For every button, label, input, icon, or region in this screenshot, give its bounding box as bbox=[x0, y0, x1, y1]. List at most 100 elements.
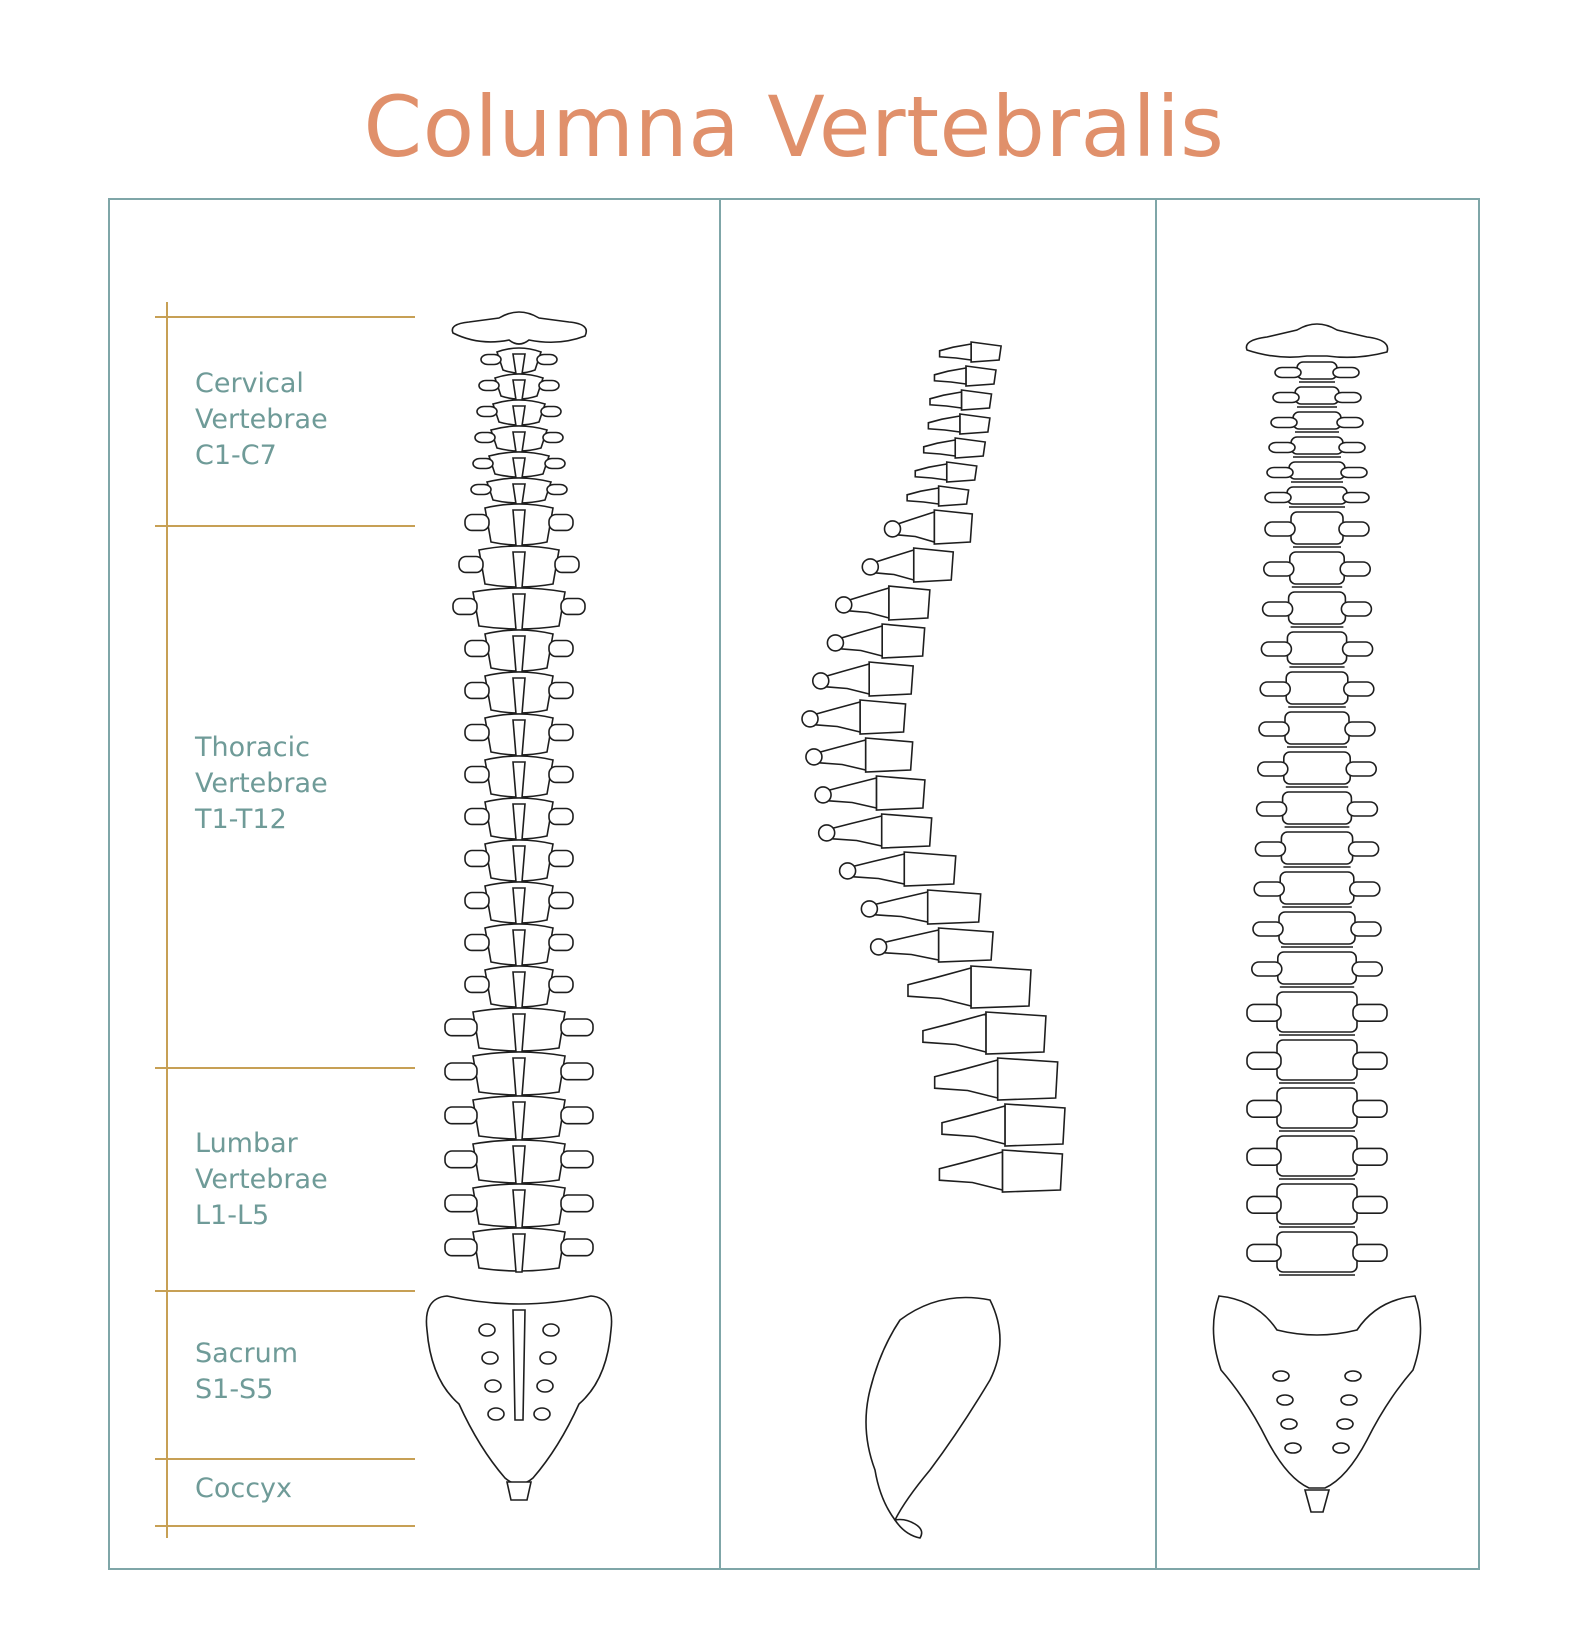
lateral-vertebra bbox=[838, 851, 957, 887]
sacral-foramen bbox=[1344, 1370, 1362, 1382]
spine-anterior-view-icon bbox=[1212, 323, 1422, 1513]
anterior-vertebra bbox=[1253, 871, 1381, 908]
lateral-vertebra bbox=[811, 661, 915, 697]
label-sacrum: Sacrum S1-S5 bbox=[195, 1338, 299, 1405]
posterior-vertebra bbox=[464, 881, 574, 925]
lateral-vertebra bbox=[805, 737, 914, 773]
posterior-vertebra bbox=[452, 587, 586, 631]
posterior-vertebra bbox=[464, 671, 574, 715]
posterior-vertebra bbox=[478, 373, 560, 401]
anterior-vertebra bbox=[1264, 511, 1370, 548]
anterior-vertebra bbox=[1261, 591, 1373, 628]
lateral-vertebra bbox=[834, 585, 931, 621]
sacral-foramen bbox=[1276, 1394, 1294, 1406]
lateral-sacrum bbox=[865, 1296, 1001, 1522]
anterior-vertebra bbox=[1246, 1183, 1388, 1228]
anterior-vertebra bbox=[1252, 911, 1382, 948]
sacral-foramen bbox=[539, 1351, 557, 1365]
lateral-vertebra bbox=[914, 461, 978, 483]
posterior-vertebra bbox=[474, 425, 564, 453]
lateral-vertebra bbox=[938, 1149, 1064, 1193]
anterior-sacrum bbox=[1212, 1295, 1422, 1489]
posterior-vertebra bbox=[458, 545, 580, 589]
sacral-foramen bbox=[484, 1379, 502, 1393]
anterior-vertebra bbox=[1254, 831, 1380, 868]
sacral-foramen bbox=[1280, 1418, 1298, 1430]
posterior-coccyx bbox=[506, 1481, 532, 1501]
sacral-foramen bbox=[1340, 1394, 1358, 1406]
lateral-vertebra bbox=[922, 437, 987, 459]
posterior-vertebra bbox=[444, 1227, 594, 1273]
anterior-vertebra bbox=[1251, 951, 1383, 988]
lateral-vertebra bbox=[883, 509, 974, 545]
anterior-vertebra bbox=[1246, 991, 1388, 1036]
sacral-foramen bbox=[478, 1323, 496, 1337]
sacral-foramen bbox=[536, 1379, 554, 1393]
lateral-vertebra bbox=[801, 699, 907, 735]
posterior-vertebra bbox=[451, 311, 588, 345]
posterior-vertebra bbox=[464, 839, 574, 883]
sacral-foramen bbox=[1272, 1370, 1290, 1382]
posterior-vertebra bbox=[464, 629, 574, 673]
sacral-foramen bbox=[542, 1323, 560, 1337]
label-cervical: Cervical Vertebrae C1-C7 bbox=[195, 368, 328, 471]
sacral-foramen bbox=[533, 1407, 551, 1421]
posterior-vertebra bbox=[464, 965, 574, 1009]
posterior-vertebra bbox=[472, 451, 566, 479]
anterior-vertebra bbox=[1270, 411, 1364, 433]
lateral-vertebra bbox=[869, 927, 994, 963]
panel-divider-right bbox=[1155, 198, 1157, 1570]
spine-lateral-view-icon bbox=[801, 341, 1066, 1539]
posterior-vertebra bbox=[444, 1095, 594, 1141]
lateral-vertebra bbox=[927, 413, 991, 435]
anterior-vertebra bbox=[1260, 631, 1374, 668]
posterior-vertebra bbox=[444, 1183, 594, 1229]
label-thoracic: Thoracic Vertebrae T1-T12 bbox=[195, 732, 328, 835]
lateral-vertebra bbox=[933, 1057, 1059, 1101]
posterior-vertebra bbox=[480, 347, 558, 375]
anterior-vertebra bbox=[1258, 711, 1376, 748]
lateral-vertebra bbox=[861, 547, 955, 583]
posterior-vertebra bbox=[464, 755, 574, 799]
panel-divider-left bbox=[719, 198, 721, 1570]
anterior-vertebra bbox=[1257, 751, 1377, 788]
lateral-vertebra bbox=[938, 341, 1003, 363]
label-lumbar: Lumbar Vertebrae L1-L5 bbox=[195, 1128, 328, 1231]
lateral-vertebra bbox=[941, 1103, 1066, 1147]
anterior-vertebra bbox=[1246, 1039, 1388, 1084]
anterior-vertebra bbox=[1268, 436, 1366, 458]
anterior-vertebra bbox=[1255, 791, 1379, 828]
posterior-vertebra bbox=[464, 713, 574, 757]
posterior-vertebra bbox=[464, 503, 574, 547]
lateral-vertebra bbox=[814, 775, 926, 811]
page-title: Columna Vertebralis bbox=[363, 78, 1225, 176]
spine-posterior-view-icon bbox=[425, 311, 613, 1501]
anterior-vertebra bbox=[1245, 323, 1389, 359]
label-coccyx: Coccyx bbox=[195, 1473, 293, 1504]
anterior-vertebra bbox=[1272, 386, 1362, 408]
anterior-vertebra bbox=[1274, 361, 1360, 383]
anterior-vertebra bbox=[1246, 1231, 1388, 1276]
posterior-vertebra bbox=[464, 923, 574, 967]
lateral-vertebra bbox=[826, 623, 926, 659]
anterior-vertebra bbox=[1259, 671, 1375, 708]
diagram-frame bbox=[108, 198, 1480, 1570]
anterior-vertebra bbox=[1266, 461, 1368, 483]
lateral-vertebra bbox=[933, 365, 997, 387]
sacral-foramen bbox=[1284, 1442, 1302, 1454]
sacral-foramen bbox=[1336, 1418, 1354, 1430]
lateral-vertebra bbox=[817, 813, 933, 849]
anterior-vertebra bbox=[1246, 1087, 1388, 1132]
anterior-vertebra bbox=[1264, 486, 1370, 508]
posterior-vertebra bbox=[470, 477, 568, 505]
anterior-vertebra bbox=[1246, 1135, 1388, 1180]
posterior-vertebra bbox=[476, 399, 562, 427]
lateral-vertebra bbox=[860, 889, 982, 925]
anterior-coccyx bbox=[1303, 1489, 1331, 1513]
anterior-vertebra bbox=[1263, 551, 1371, 588]
lateral-vertebra bbox=[907, 965, 1032, 1009]
sacral-foramen bbox=[481, 1351, 499, 1365]
lateral-vertebra bbox=[906, 485, 970, 507]
